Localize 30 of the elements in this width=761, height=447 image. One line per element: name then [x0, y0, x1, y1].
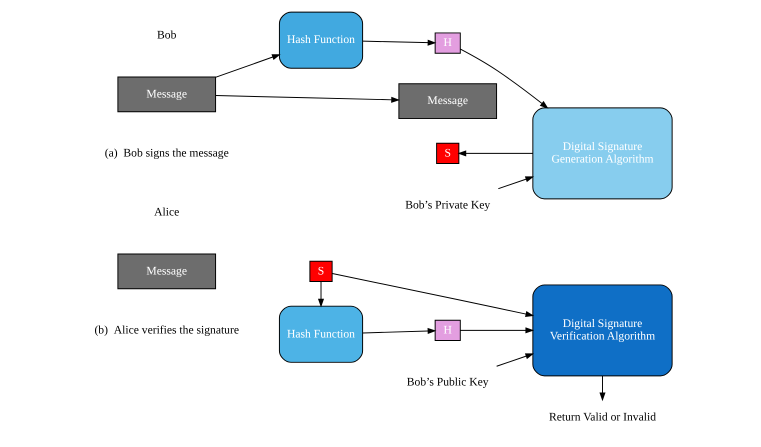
node-box: H [434, 320, 461, 342]
label: Alice [154, 205, 180, 218]
arrow [362, 40, 436, 46]
arrow [498, 176, 534, 190]
node-text: Return Valid or Invalid [548, 410, 656, 424]
arrow [496, 353, 534, 367]
arrow [460, 327, 534, 334]
arrow [215, 54, 281, 78]
arrow [332, 273, 534, 317]
label: (b) Alice verifies the signature [94, 323, 240, 336]
node-box: Message [117, 76, 216, 112]
arrow [215, 95, 400, 103]
arrow [362, 328, 436, 334]
node-box: S [309, 260, 333, 282]
node-text: Bob’s Public Key [406, 376, 489, 389]
arrow [599, 375, 606, 402]
node-box: Hash Function [278, 12, 364, 69]
arrow [460, 48, 549, 109]
node-box: Message [398, 83, 498, 120]
arrow [318, 281, 324, 308]
label: (a) Bob signs the message [104, 146, 229, 160]
node-text: Bob’s Private Key [405, 198, 490, 212]
node-box: Digital Signature Verification Algorithm [532, 284, 673, 376]
node-box: H [434, 32, 461, 54]
node-box: Digital Signature Generation Algorithm [532, 107, 673, 200]
node-box: S [436, 142, 460, 164]
node-box: Message [117, 253, 216, 290]
node-box: Hash Function [278, 306, 364, 363]
label: Bob [157, 28, 176, 42]
arrow [458, 150, 534, 156]
